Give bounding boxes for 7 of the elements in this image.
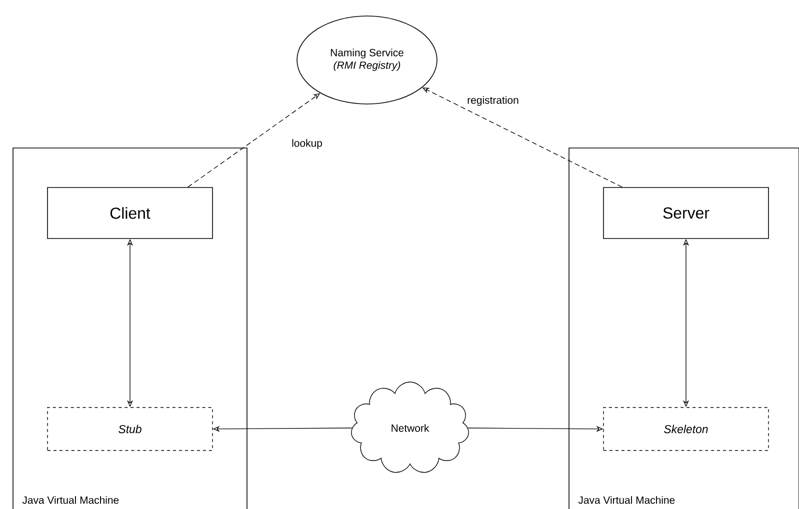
skeleton-box: Skeleton: [603, 407, 769, 451]
network-cloud: Network: [351, 382, 469, 473]
client-box: Client: [47, 187, 213, 239]
stub-box: Stub: [47, 407, 213, 451]
edge-label: registration: [466, 95, 520, 107]
edge-label: lookup: [290, 138, 324, 150]
server-box: Server: [603, 187, 769, 239]
